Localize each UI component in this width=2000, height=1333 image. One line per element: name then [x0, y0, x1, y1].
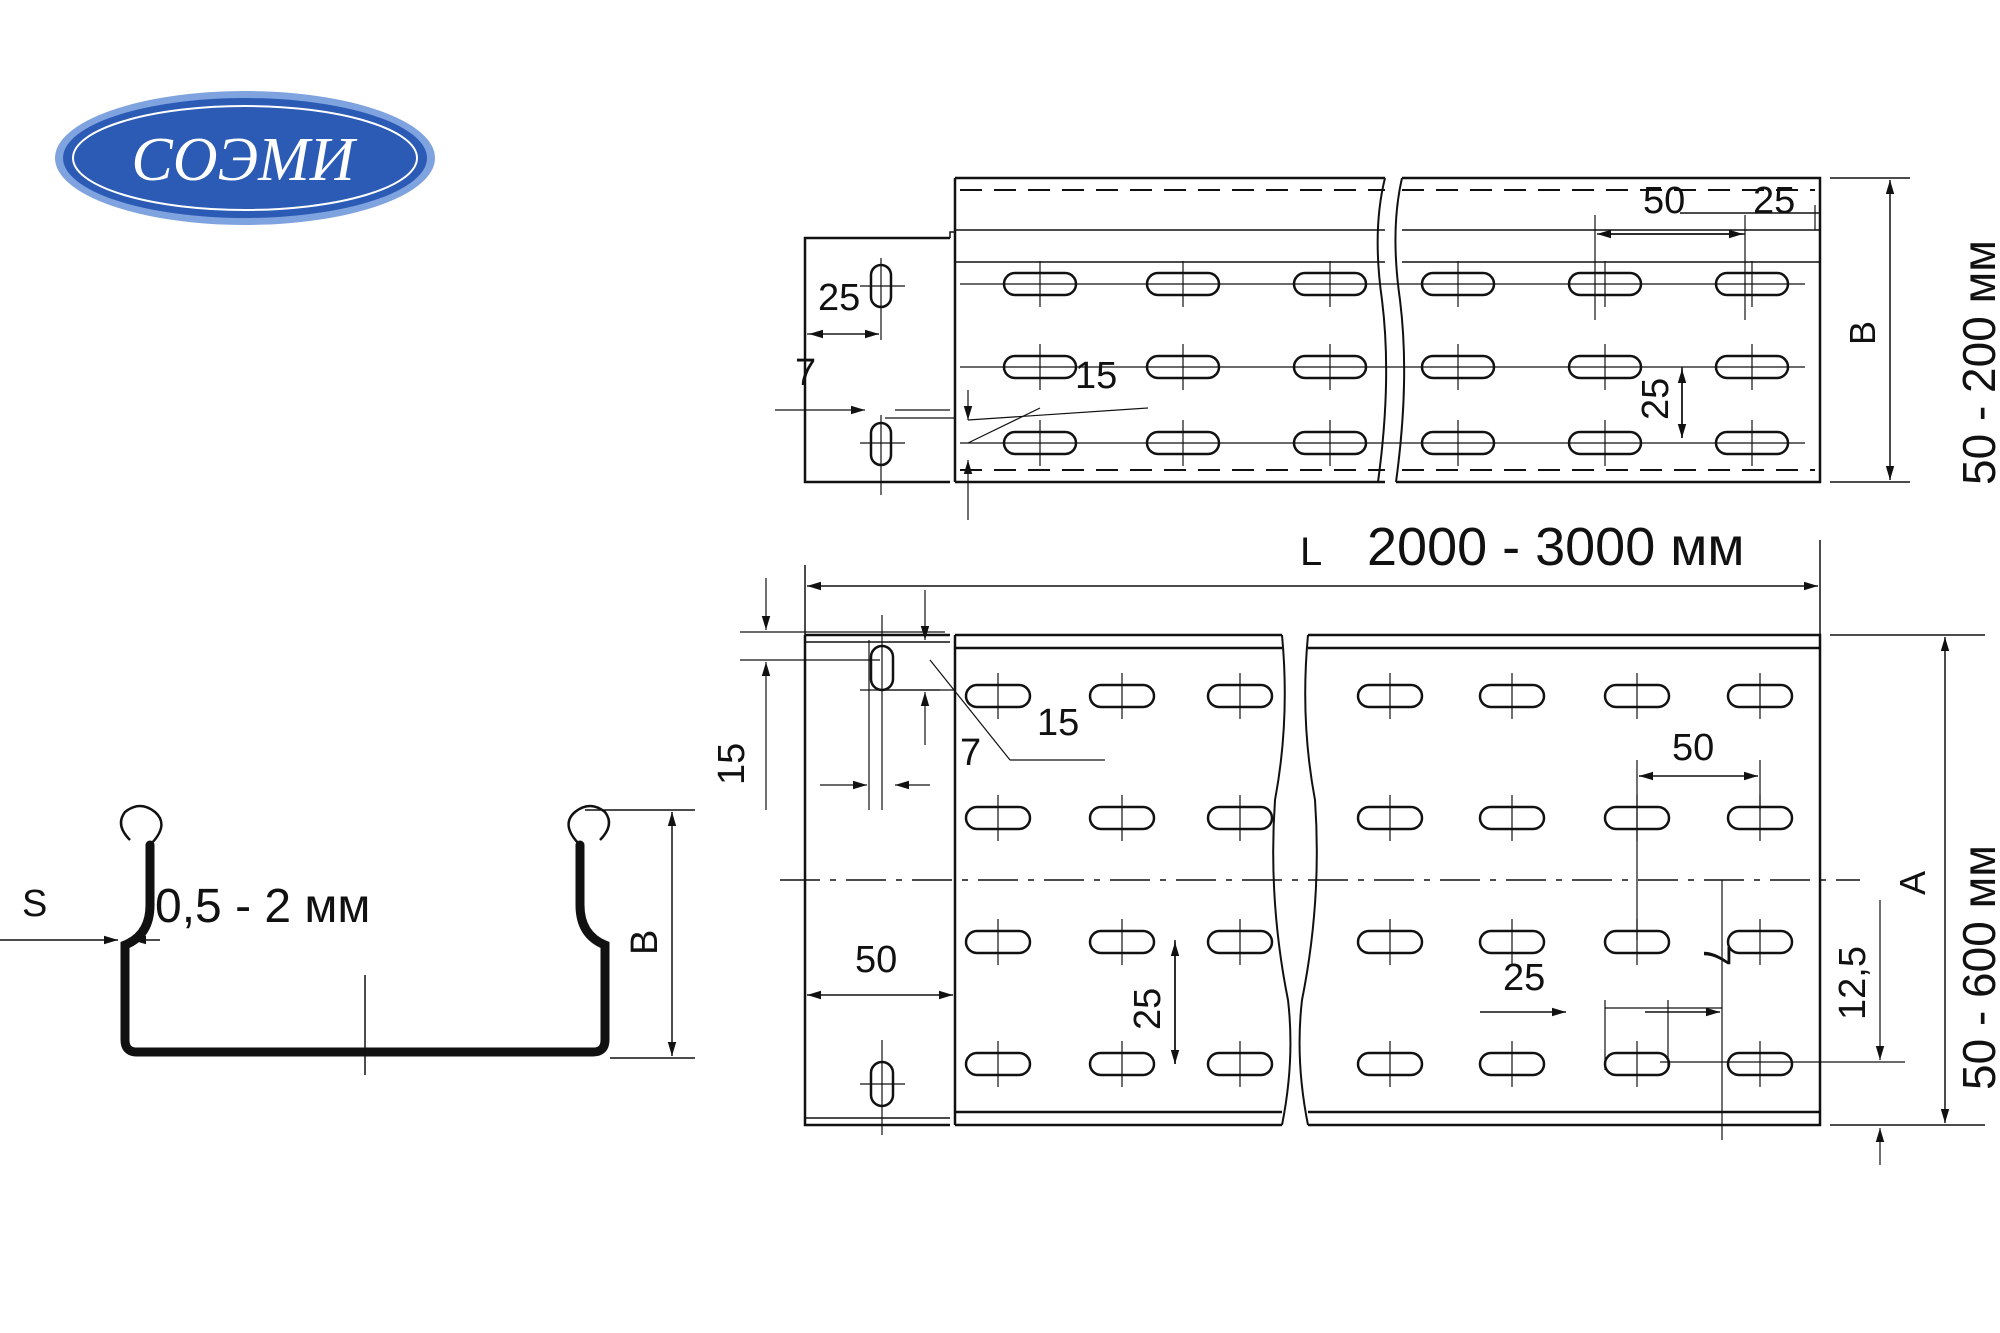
- side-slots: [1002, 261, 1790, 466]
- profile-left-hook: [119, 804, 163, 846]
- logo-text: СОЭМИ: [131, 126, 357, 194]
- side-view: 50 25 25 7 15 25 B 50 - 200 мм: [775, 176, 2000, 520]
- plan-slot-7: 7: [1695, 945, 1737, 966]
- plan-width-symbol: A: [1892, 871, 1933, 895]
- profile-section: S 0,5 - 2 мм B: [0, 804, 695, 1075]
- side-end-25: 25: [1753, 180, 1795, 222]
- plan-edge-12-5: 12,5: [1832, 946, 1874, 1020]
- side-height-symbol: B: [1842, 321, 1883, 345]
- profile-right-hook: [567, 804, 611, 846]
- thickness-symbol: S: [22, 883, 47, 925]
- edge-15: 15: [711, 743, 753, 785]
- flange-offset-25: 25: [818, 277, 860, 319]
- slot-width-15: 15: [1075, 355, 1117, 397]
- plan-slot-25: 25: [1503, 957, 1545, 999]
- company-logo: СОЭМИ: [55, 91, 435, 225]
- plan-row-25: 25: [1127, 988, 1169, 1030]
- side-row-pitch-25: 25: [1635, 378, 1677, 420]
- plan-width-range: 50 - 600 мм: [1953, 845, 2000, 1090]
- side-height-range: 50 - 200 мм: [1953, 240, 2000, 485]
- length-symbol: L: [1300, 530, 1322, 574]
- edge-7-top: 7: [960, 732, 981, 774]
- plan-view: L 2000 - 3000 мм 15 7 15: [711, 517, 2000, 1165]
- profile-height-symbol: B: [624, 930, 666, 955]
- length-range: 2000 - 3000 мм: [1367, 517, 1745, 577]
- side-pitch-50: 50: [1643, 180, 1685, 222]
- thickness-value: 0,5 - 2 мм: [155, 880, 370, 933]
- flange-edge-7: 7: [795, 352, 816, 394]
- plan-slot-15: 15: [1037, 702, 1079, 744]
- plan-pitch-50: 50: [1672, 727, 1714, 769]
- plan-end-50: 50: [855, 939, 897, 981]
